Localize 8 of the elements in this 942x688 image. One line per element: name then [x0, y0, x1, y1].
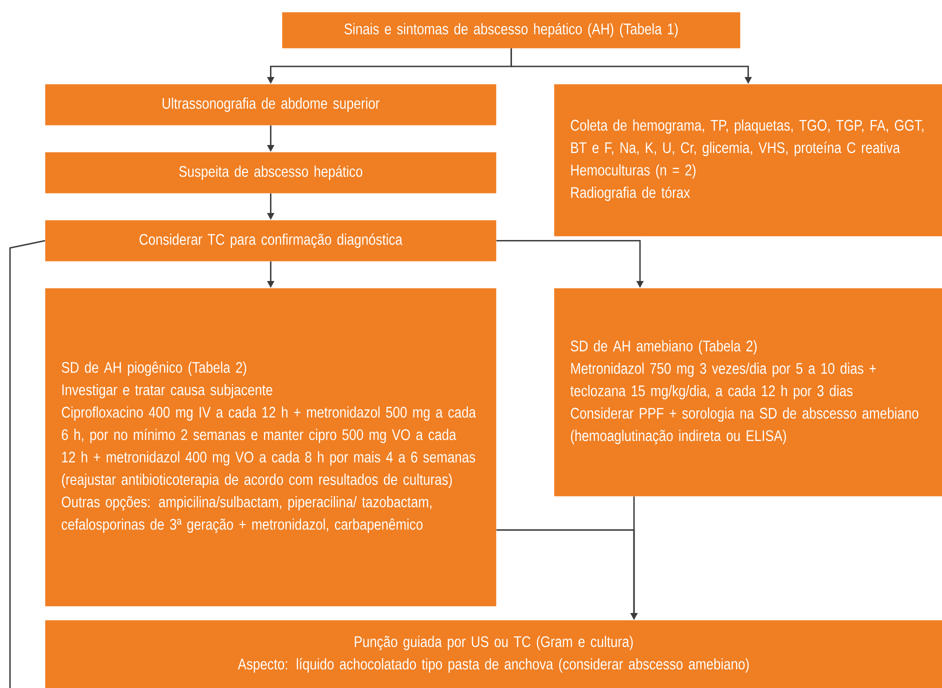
process-box: Coleta de hemograma, TP, plaquetas, TGO, TGP, FA, GGT, BT e F, Na, K, U, Cr, glicemia, VHS, proteína C reativa Hemoculturas (n = 2) Radiografia de tórax	[554, 84, 942, 236]
process-box: Sinais e sintomas de abscesso hepático (AH) (Tabela 1)	[282, 12, 740, 48]
process-box: SD de AH piogênico (Tabela 2) Investigar e tratar causa subjacente Ciprofloxacino 400 mg IV a cada 12 h + metronidazol 500 mg a cada 6 h, por no mínimo 2 semanas e manter cipro 500 mg VO a cada 12 h + metronidazol 400 mg VO a cada 8 h por mais 4 a 6 semanas (reajustar antibioticoterapia de acordo com resultados de culturas) Outras opções: ampicilina/sulbactam, piperacilina/ tazobactam, cefalosporinas de 3ª geração + metronidazol, carbapenêmico	[45, 288, 496, 606]
process-box: Ultrassonografia de abdome superior	[45, 84, 496, 126]
process-box: Considerar TC para confirmação diagnóstica	[45, 220, 496, 262]
process-box: Punção guiada por US ou TC (Gram e cultura) Aspecto: líquido achocolatado tipo pasta de anchova (considerar abscesso amebiano)	[45, 620, 942, 688]
process-box: SD de AH amebiano (Tabela 2) Metronidazol 750 mg 3 vezes/dia por 5 a 10 dias + teclozana 15 mg/kg/dia, a cada 12 h por 3 dias Considerar PPF + sorologia na SD de abscesso amebiano (hemoaglutinação indireta ou ELISA)	[554, 288, 942, 496]
process-box: Suspeita de abscesso hepático	[45, 152, 496, 194]
